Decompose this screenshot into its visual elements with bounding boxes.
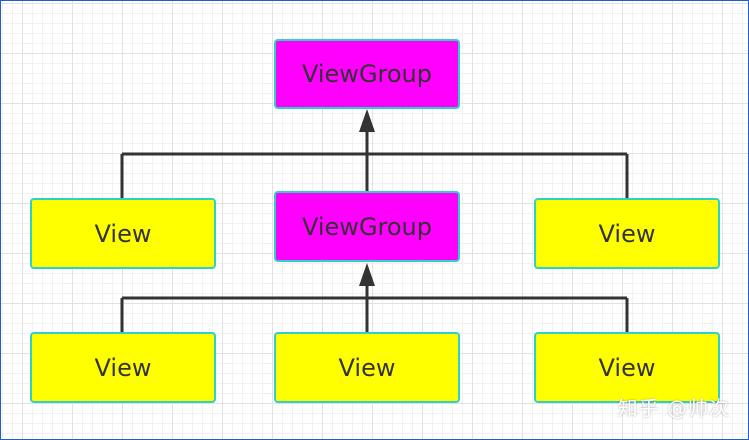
bottom-left-view-node[interactable]: View bbox=[30, 332, 216, 403]
left-view-node[interactable]: View bbox=[30, 198, 216, 269]
root-viewgroup-label: ViewGroup bbox=[301, 60, 433, 88]
bottom-right-view-label: View bbox=[598, 353, 656, 382]
lower-arrowhead bbox=[359, 263, 375, 286]
middle-viewgroup-label: ViewGroup bbox=[301, 212, 433, 241]
bottom-middle-view-node[interactable]: View bbox=[274, 332, 460, 403]
bottom-middle-view-label: View bbox=[338, 353, 396, 382]
root-viewgroup-node[interactable]: ViewGroup bbox=[274, 39, 460, 109]
bottom-right-view-node[interactable]: View bbox=[534, 332, 720, 403]
bottom-left-view-label: View bbox=[94, 353, 152, 382]
upper-arrowhead bbox=[359, 109, 375, 132]
right-view-node[interactable]: View bbox=[534, 198, 720, 269]
watermark: 知乎 @帅次 bbox=[617, 396, 730, 420]
right-view-label: View bbox=[598, 219, 656, 248]
middle-viewgroup-node[interactable]: ViewGroup bbox=[274, 191, 460, 262]
left-view-label: View bbox=[94, 219, 152, 248]
